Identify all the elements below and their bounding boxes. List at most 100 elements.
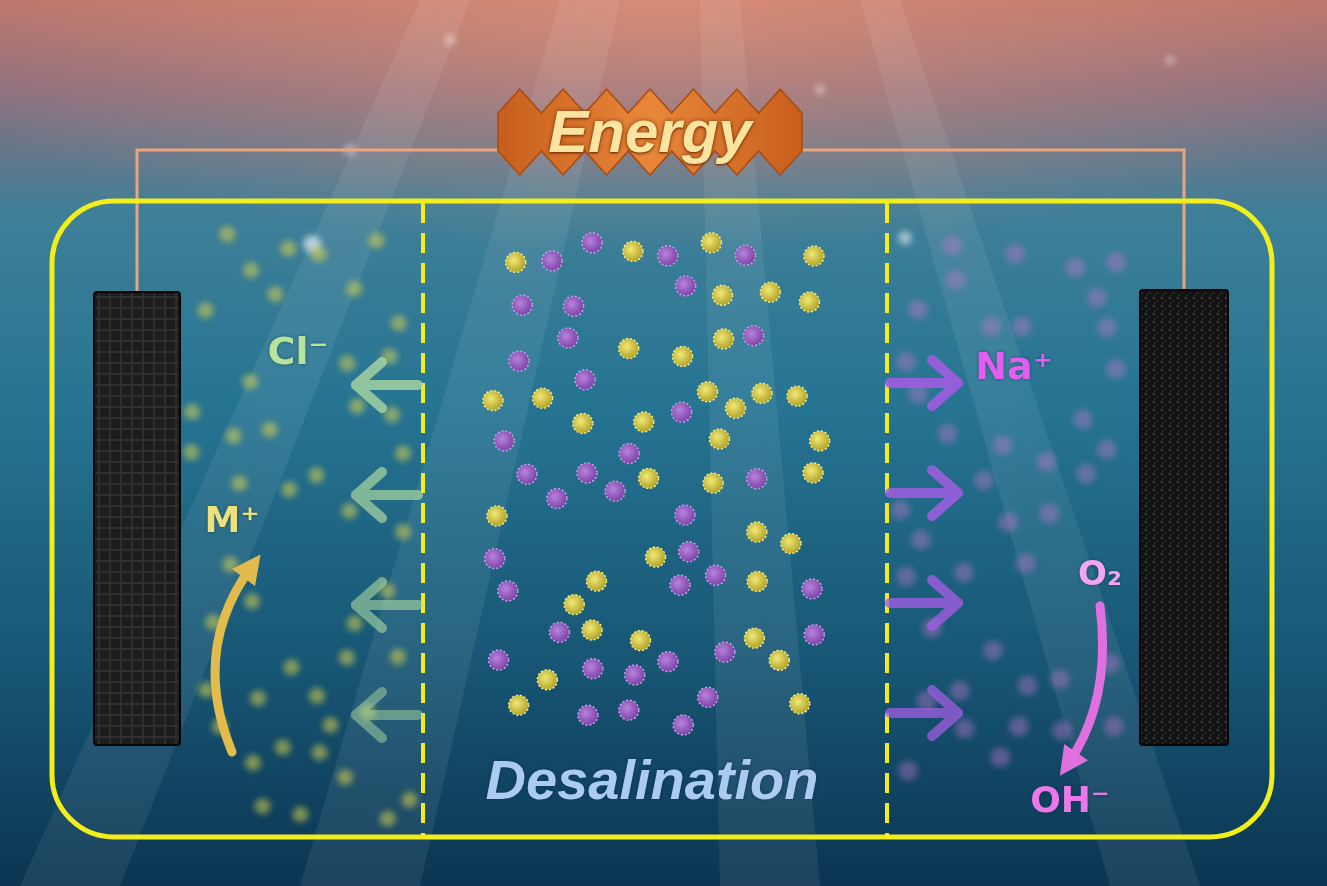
sparkles [898, 231, 912, 245]
sodium-ion [1073, 409, 1093, 429]
sodium-ion [517, 464, 537, 484]
chloride-ion [509, 695, 529, 715]
sodium-ion [575, 370, 595, 390]
sodium-arrows [890, 690, 958, 736]
sodium-ion [578, 705, 598, 725]
sodium-ion [658, 652, 678, 672]
molecule-label: O₂ [1078, 554, 1122, 593]
chloride-ion [582, 620, 602, 640]
membrane [421, 203, 425, 835]
chloride-ion [346, 281, 362, 297]
sodium-ion [619, 443, 639, 463]
sodium-ion [1039, 504, 1059, 524]
chloride-ion [198, 302, 214, 318]
chloride-ion [184, 404, 200, 420]
sodium-ion [577, 463, 597, 483]
ion-label: Cl⁻ [268, 330, 329, 374]
chloride-ion [226, 428, 242, 444]
ion-label: M⁺ [205, 499, 260, 540]
anode-electrode [94, 292, 180, 745]
sodium-ion [672, 402, 692, 422]
chloride-ion [623, 241, 643, 261]
chloride-ion [323, 717, 339, 733]
node-text: Energy [548, 99, 751, 165]
sodium-ion [549, 622, 569, 642]
chloride-ion [262, 422, 278, 438]
sodium-ion [1015, 553, 1035, 573]
chloride-ion [390, 649, 406, 665]
sodium-arrows [932, 690, 958, 736]
sodium-ion [974, 470, 994, 490]
chloride-ion [646, 547, 666, 567]
chloride-ion [312, 744, 328, 760]
chloride-ion [242, 374, 258, 390]
sodium-ion [1097, 318, 1117, 338]
sodium-ion [675, 505, 695, 525]
sodium-ion [946, 270, 966, 290]
sodium-ion [676, 276, 696, 296]
chloride-ion [402, 792, 418, 808]
sodium-ion [981, 317, 1001, 337]
sodium-ion [673, 715, 693, 735]
chloride-ion [222, 556, 238, 572]
sodium-ion [547, 489, 567, 509]
chloride-ion [267, 286, 283, 302]
sodium-ion [715, 642, 735, 662]
chloride-ion [533, 388, 553, 408]
sodium-arrows [932, 360, 958, 406]
light-rays [20, 0, 470, 886]
cathode-electrode [1140, 290, 1228, 745]
wire [137, 150, 1184, 292]
chloride-ion [803, 463, 823, 483]
chloride-ion [714, 329, 734, 349]
chloride-arrows [356, 472, 418, 518]
sodium-ion [1009, 716, 1029, 736]
chloride-arrows [356, 362, 382, 408]
membrane [885, 203, 889, 835]
light-rays [20, 0, 1200, 886]
sodium-ion [498, 581, 518, 601]
sodium-ion [990, 747, 1010, 767]
chloride-ion [349, 398, 365, 414]
cell-outline [52, 201, 1272, 837]
chloride-ion [369, 233, 385, 249]
ion-label: Na⁺ [975, 345, 1053, 389]
sodium-ion [582, 233, 602, 253]
wire [137, 150, 502, 292]
sparkles [815, 85, 825, 95]
sodium-arrows [890, 360, 958, 736]
chloride-ion [308, 467, 324, 483]
chloride-ion [619, 339, 639, 359]
ion-label: OH⁻ [1030, 779, 1110, 820]
sodium-ion [509, 351, 529, 371]
chloride-ion [781, 534, 801, 554]
salt-ions [483, 233, 830, 735]
chloride-ion [243, 262, 259, 278]
sodium-ion [890, 500, 910, 520]
sodium-ion [1037, 452, 1057, 472]
sodium-ion [1097, 439, 1117, 459]
chloride-ion [395, 445, 411, 461]
sodium-ion [1012, 317, 1032, 337]
sodium-ion [955, 719, 975, 739]
sodium-ion [1076, 464, 1096, 484]
zigzag-band [498, 89, 802, 175]
chloride-ion [799, 292, 819, 312]
sodium-ion [679, 542, 699, 562]
chloride-ion [395, 524, 411, 540]
chloride-ion [701, 233, 721, 253]
chloride-ion [747, 571, 767, 591]
chloride-ion [311, 246, 327, 262]
sodium-ion [908, 300, 928, 320]
chloride-arrows [356, 692, 418, 738]
chloride-ion [769, 650, 789, 670]
sodium-ion [485, 549, 505, 569]
sodium-ion [1104, 716, 1124, 736]
sodium-ion [658, 246, 678, 266]
sodium-ion [983, 640, 1003, 660]
chloride-ion [292, 806, 308, 822]
wire [798, 150, 1184, 290]
sodium-arrows [890, 580, 958, 626]
chloride-ion [391, 315, 407, 331]
